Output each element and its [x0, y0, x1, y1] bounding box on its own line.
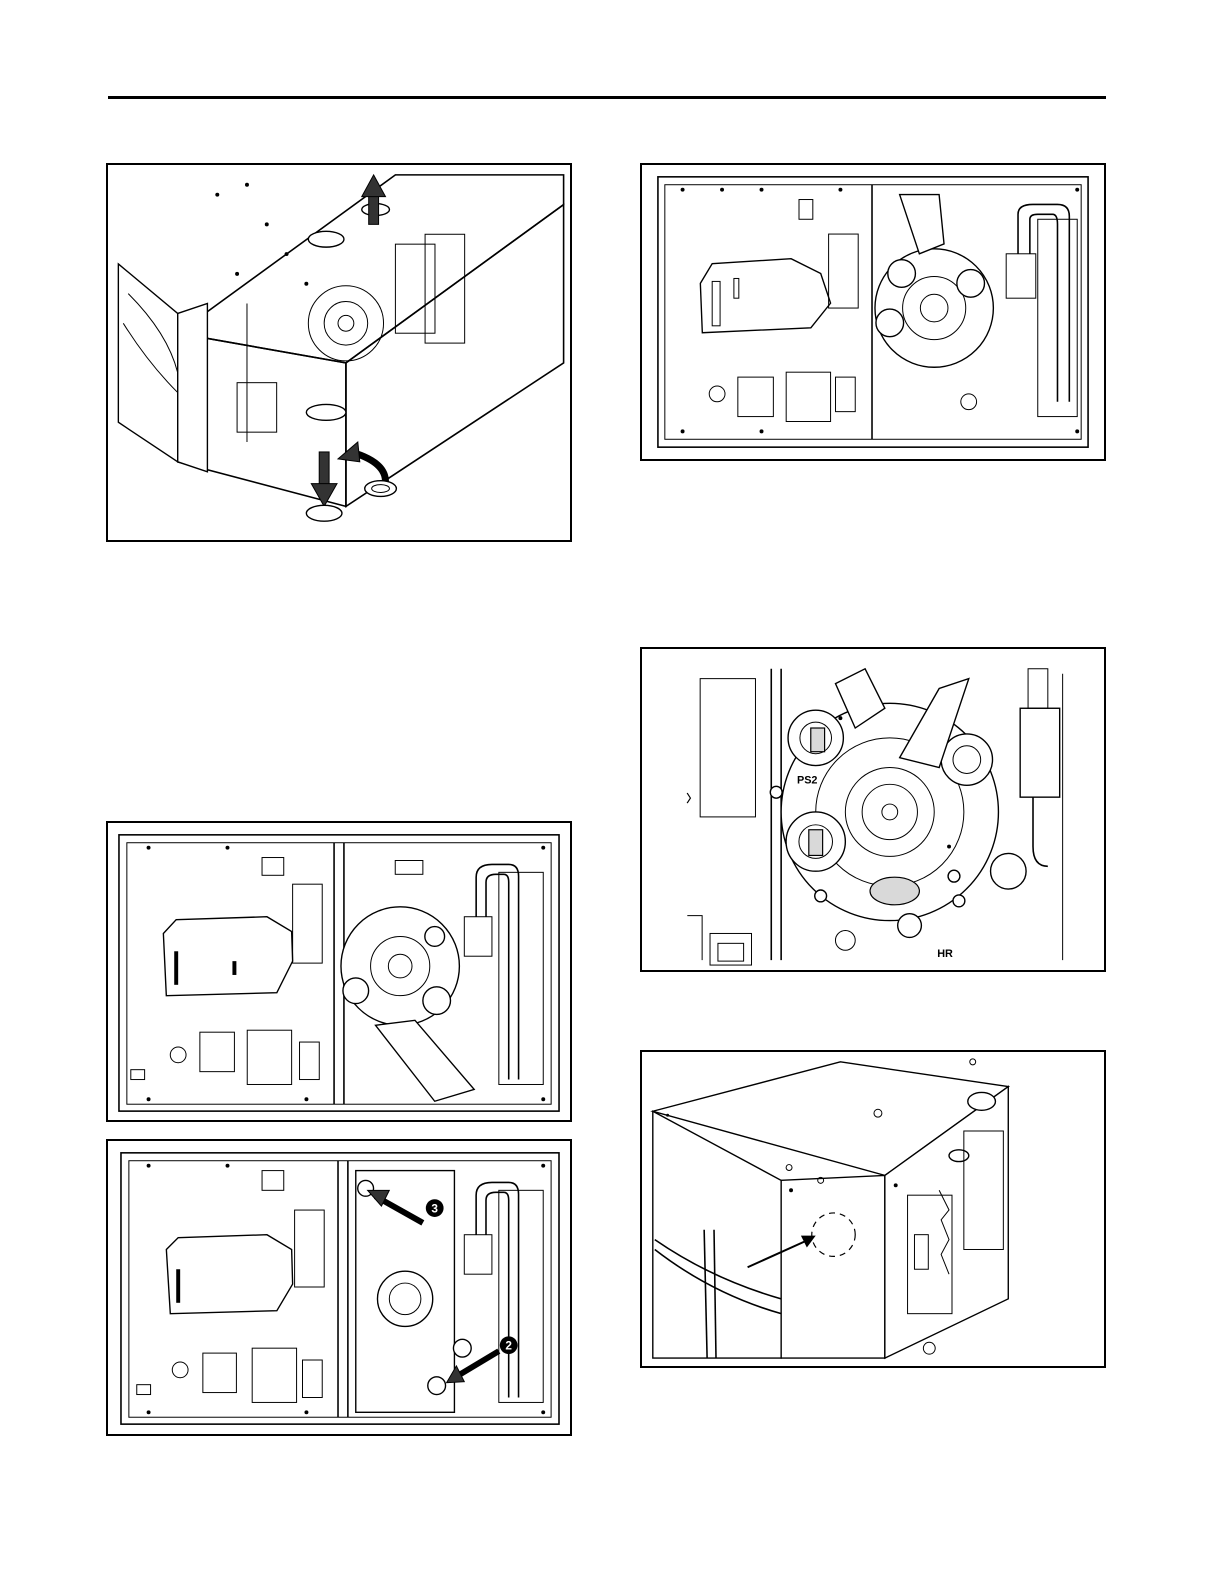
callout-2-marker: 2 — [500, 1336, 518, 1354]
figure-front-view-inducer — [640, 163, 1106, 461]
front-view-callouts-drawing: 3 2 — [108, 1141, 570, 1434]
figure-pressure-switch-closeup: 〉 PS2 H — [640, 647, 1106, 972]
figure-front-view-callouts: 3 2 — [106, 1139, 572, 1436]
figure-corner-knockout — [640, 1050, 1106, 1368]
header-rule — [108, 96, 1106, 99]
callout-3-marker: 3 — [426, 1199, 444, 1217]
callout-2-number: 2 — [505, 1339, 512, 1353]
svg-text:〉: 〉 — [686, 792, 697, 805]
figure-front-view-alt — [106, 821, 572, 1122]
isometric-knockouts-drawing — [108, 165, 570, 540]
pressure-switch-closeup-drawing: 〉 PS2 H — [642, 649, 1104, 970]
callout-3-number: 3 — [431, 1202, 438, 1216]
hr-label: HR — [937, 948, 953, 960]
front-view-alt-drawing — [108, 823, 570, 1120]
corner-knockout-drawing — [642, 1052, 1104, 1366]
ps2-label: PS2 — [797, 774, 818, 786]
front-view-inducer-drawing — [642, 165, 1104, 459]
figure-isometric-knockouts — [106, 163, 572, 542]
